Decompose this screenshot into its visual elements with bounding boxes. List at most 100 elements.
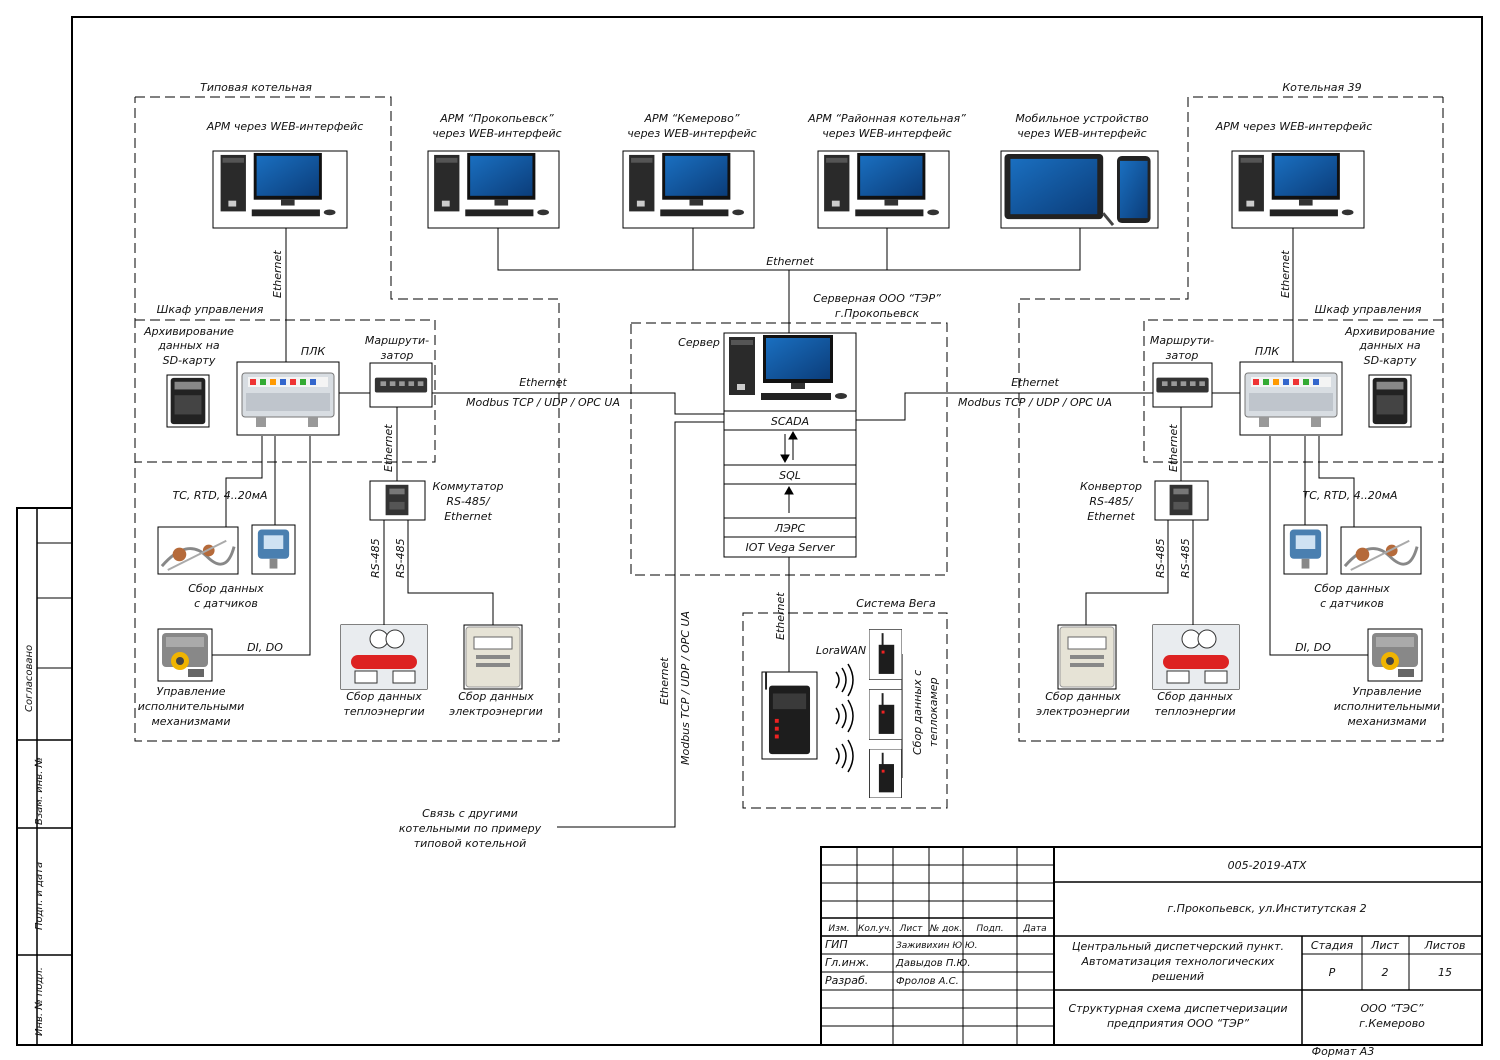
project-title-2: Автоматизация технологических xyxy=(1081,955,1275,968)
server-lzrs: ЛЭРС xyxy=(774,522,806,535)
arm-district-label-1: АРМ “Районная котельная” xyxy=(807,112,966,125)
server-scada: SCADA xyxy=(771,415,809,428)
right-link-protocols: Modbus TCP / UDP / OPC UA xyxy=(958,396,1112,409)
left-ethernet-vertical: Ethernet xyxy=(382,424,395,472)
right-router-2: затор xyxy=(1166,349,1199,362)
right-sensors-2: с датчиков xyxy=(1320,597,1384,610)
arm-prokopyevsk-label-2: через WEB-интерфейс xyxy=(432,127,561,140)
company-2: г.Кемерово xyxy=(1359,1017,1425,1030)
right-router-1: Маршрути- xyxy=(1150,334,1214,347)
right-sd-card xyxy=(1368,374,1412,428)
vega-zone-label: Система Вега xyxy=(856,597,936,610)
arm-kemerovo-label-2: через WEB-интерфейс xyxy=(627,127,756,140)
left-router xyxy=(369,362,433,408)
left-archive-2: данных на xyxy=(157,339,220,352)
col-kol: Кол.уч. xyxy=(858,924,892,934)
right-dido: DI, DO xyxy=(1295,641,1331,654)
left-plc xyxy=(236,361,340,436)
address: г.Прокопьевск, ул.Институтская 2 xyxy=(1167,902,1366,915)
left-switch xyxy=(369,480,426,521)
right-power-2: электроэнергии xyxy=(1036,705,1130,718)
sheets-value: 15 xyxy=(1438,966,1452,979)
server-sql: SQL xyxy=(779,469,801,482)
mobile-label-2: через WEB-интерфейс xyxy=(1017,127,1146,140)
left-plc-label: ПЛК xyxy=(301,345,327,358)
other-boilers-3: типовой котельной xyxy=(414,837,526,850)
left-actuators-2: исполнительными xyxy=(138,700,245,713)
right-actuators-3: механизмами xyxy=(1348,715,1427,728)
right-heat-meter xyxy=(1152,624,1240,690)
title-block-text: 005-2019-АТХ г.Прокопьевск, ул.Институтс… xyxy=(825,859,1466,1058)
right-ethernet-vertical: Ethernet xyxy=(1167,424,1180,472)
drawing-frame xyxy=(16,16,1483,1046)
other-boilers-2: котельными по примеру xyxy=(399,822,542,835)
sheet-header: Лист xyxy=(1370,939,1399,952)
left-power-2: электроэнергии xyxy=(449,705,543,718)
labels: Типовая котельная Котельная 39 АРМ через… xyxy=(138,81,1441,850)
stage-header: Стадия xyxy=(1311,939,1354,952)
stage-value: Р xyxy=(1329,966,1336,979)
name-gip: Заживихин Ю.Ю. xyxy=(896,941,977,951)
col-list: Лист xyxy=(899,924,924,934)
left-sd-card xyxy=(166,374,210,428)
left-link-ethernet: Ethernet xyxy=(519,376,567,389)
left-archive-3: SD-карту xyxy=(163,354,216,367)
server-room-label-2: г.Прокопьевск xyxy=(835,307,920,320)
vega-collectors-2: теплокамер xyxy=(927,677,940,747)
role-gip: ГИП xyxy=(825,938,848,951)
company-1: ООО “ТЭС” xyxy=(1361,1002,1424,1015)
left-heat-meter xyxy=(340,624,428,690)
server-pc xyxy=(723,332,857,412)
arm-right xyxy=(1231,150,1365,229)
right-power-1: Сбор данных xyxy=(1045,690,1121,703)
sheet-value: 2 xyxy=(1382,966,1389,979)
col-ndok: № док. xyxy=(929,924,962,934)
right-converter xyxy=(1154,480,1209,521)
left-switch-1: Коммутатор xyxy=(433,480,504,493)
mobile-device xyxy=(1000,150,1159,229)
sheets-header: Листов xyxy=(1423,939,1465,952)
left-link-protocols: Modbus TCP / UDP / OPC UA xyxy=(466,396,620,409)
left-dido: DI, DO xyxy=(247,641,283,654)
left-cabinet-zone xyxy=(135,319,436,463)
right-plc-label: ПЛК xyxy=(1255,345,1281,358)
arm-right-label: АРМ через WEB-интерфейс xyxy=(1215,120,1373,133)
side-stamp-replace-inv: Взам. инв. № xyxy=(34,757,45,825)
other-boilers-1: Связь с другими xyxy=(422,807,518,820)
right-cabinet-zone xyxy=(1143,319,1443,463)
server-room-label-1: Серверная ООО “ТЭР” xyxy=(813,292,941,305)
right-router xyxy=(1152,362,1213,408)
sheet-title-2: предприятия ООО “ТЭР” xyxy=(1107,1017,1249,1030)
project-title-3: решений xyxy=(1151,970,1204,983)
left-actuators-1: Управление xyxy=(156,685,225,698)
right-actuator xyxy=(1367,628,1423,682)
arm-kemerovo-label-1: АРМ “Кемерово” xyxy=(643,112,739,125)
side-stamp-agreed: Согласовано xyxy=(24,645,35,712)
right-archive-2: данных на xyxy=(1358,339,1421,352)
left-power-1: Сбор данных xyxy=(458,690,534,703)
server-uplink-ethernet: Ethernet xyxy=(658,657,671,705)
left-sensors-2: с датчиков xyxy=(194,597,258,610)
ethernet-left-vertical: Ethernet xyxy=(271,250,284,298)
arm-prokopyevsk-label-1: АРМ “Прокопьевск” xyxy=(439,112,554,125)
col-data: Дата xyxy=(1022,924,1046,934)
doc-code: 005-2019-АТХ xyxy=(1228,859,1307,872)
right-temp-sensor xyxy=(1340,526,1422,575)
ethernet-bus-label: Ethernet xyxy=(766,255,814,268)
left-switch-3: Ethernet xyxy=(444,510,492,523)
arm-district-label-2: через WEB-интерфейс xyxy=(822,127,951,140)
zone-title-left: Типовая котельная xyxy=(200,81,312,94)
right-power-meter xyxy=(1057,624,1117,690)
server-stack xyxy=(723,410,857,558)
right-archive-3: SD-карту xyxy=(1364,354,1417,367)
arm-left xyxy=(212,150,348,229)
left-cabinet-label: Шкаф управления xyxy=(157,303,264,316)
right-rs485-2: RS-485 xyxy=(1179,538,1192,578)
left-sensor-types: TC, RTD, 4..20мА xyxy=(172,489,267,502)
right-sensor-types: TC, RTD, 4..20мА xyxy=(1302,489,1397,502)
right-converter-3: Ethernet xyxy=(1087,510,1135,523)
left-actuators-3: механизмами xyxy=(152,715,231,728)
name-glinzh: Давыдов П.Ю. xyxy=(895,958,971,969)
left-heat-1: Сбор данных xyxy=(346,690,422,703)
